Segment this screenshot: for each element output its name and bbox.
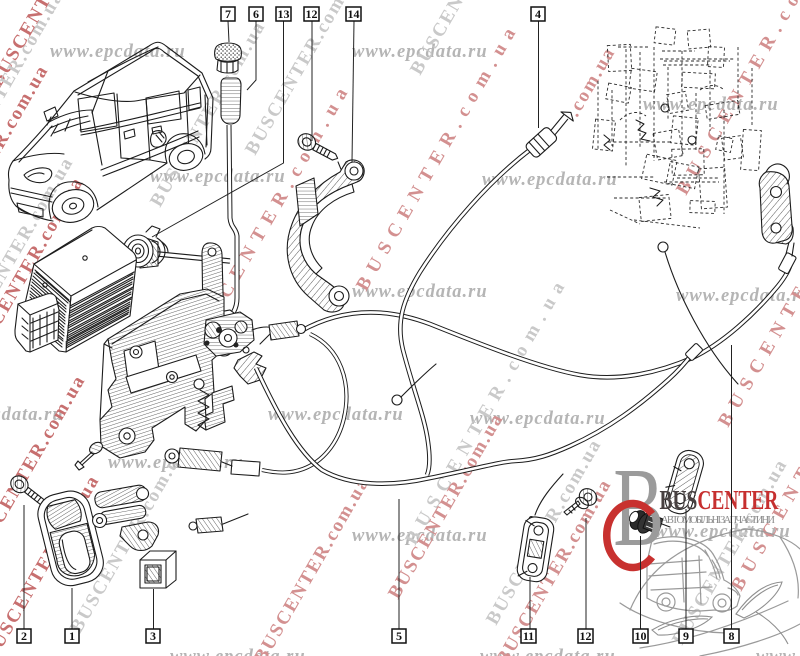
svg-text:www.epcdata.ru: www.epcdata.ru (352, 282, 488, 302)
svg-text:6: 6 (253, 7, 259, 21)
svg-text:7: 7 (225, 7, 231, 21)
svg-text:5: 5 (396, 629, 402, 643)
svg-text:www.epcdata.ru: www.epcdata.ru (352, 42, 488, 62)
svg-text:13: 13 (278, 7, 290, 21)
svg-text:14: 14 (348, 7, 360, 21)
svg-text:10: 10 (635, 629, 647, 643)
svg-text:www.epcdata.ru: www.epcdata.ru (655, 522, 791, 542)
svg-text:12: 12 (306, 7, 318, 21)
svg-text:12: 12 (580, 629, 592, 643)
svg-text:www.epcdata.ru: www.epcdata.ru (480, 647, 616, 656)
svg-text:www.epcdata.ru: www.epcdata.ru (170, 647, 306, 656)
svg-text:8: 8 (729, 629, 735, 643)
svg-text:2: 2 (21, 629, 27, 643)
svg-text:www.epcdata.ru: www.epcdata.ru (676, 286, 800, 306)
svg-text:www.epcdata.ru: www.epcdata.ru (268, 405, 404, 425)
svg-text:www.epcdata.ru: www.epcdata.ru (50, 42, 186, 62)
svg-text:11: 11 (523, 629, 534, 643)
svg-text:BUSCENTER: BUSCENTER (660, 486, 780, 516)
svg-text:www.epcdata.ru: www.epcdata.ru (470, 409, 606, 429)
svg-text:1: 1 (69, 629, 75, 643)
svg-text:9: 9 (683, 629, 689, 643)
svg-text:www.epcdata.ru: www.epcdata.ru (482, 170, 618, 190)
svg-text:3: 3 (150, 629, 156, 643)
svg-text:www.epcdata.ru: www.epcdata.ru (0, 405, 64, 425)
svg-text:4: 4 (535, 7, 541, 21)
svg-text:www.epcdata.ru: www.epcdata.ru (756, 647, 800, 656)
svg-text:www.epcdata.ru: www.epcdata.ru (150, 167, 286, 187)
svg-text:www.epcdata.ru: www.epcdata.ru (352, 526, 488, 546)
svg-text:АВТОМОБІЛЬНІ ЗАПЧАСТИНИ: АВТОМОБІЛЬНІ ЗАПЧАСТИНИ (661, 515, 775, 526)
